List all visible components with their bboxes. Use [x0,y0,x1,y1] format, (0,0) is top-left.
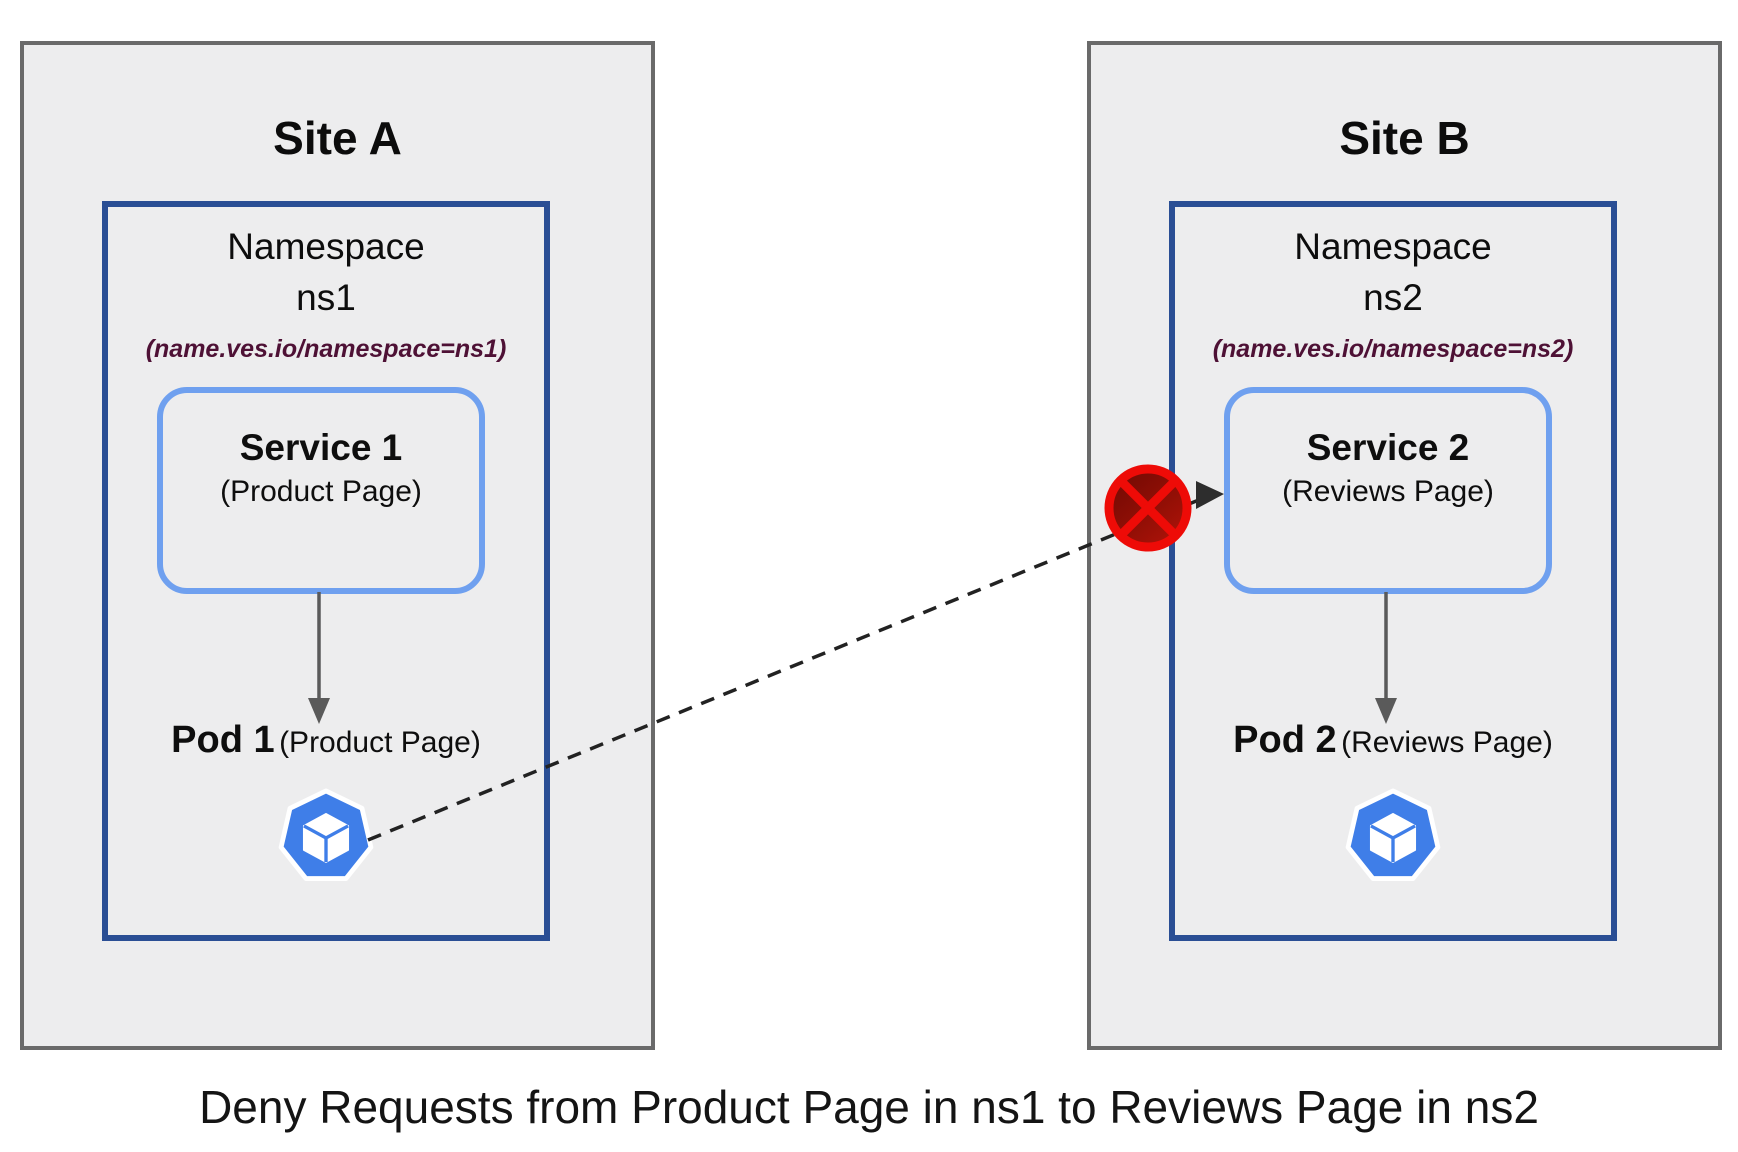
kubernetes-pod-icon [278,788,374,881]
namespace-ns1-box: Namespace ns1 (name.ves.io/namespace=ns1… [102,201,550,941]
namespace-id: ns2 [1363,277,1423,319]
service-1-box: Service 1 (Product Page) [157,387,485,594]
site-a-box: Site A Namespace ns1 (name.ves.io/namesp… [20,41,655,1050]
pod-2-subtitle: (Reviews Page) [1341,726,1553,759]
service-2-subtitle: (Reviews Page) [1282,475,1494,508]
namespace-id: ns1 [296,277,356,319]
kubernetes-pod-icon [1345,788,1441,881]
namespace-ns1-header: Namespace ns1 [108,221,544,323]
service-1-name: Service 1 [239,427,403,468]
diagram-caption: Deny Requests from Product Page in ns1 t… [199,1081,1539,1133]
pod-1-subtitle: (Product Page) [279,726,481,759]
pod-2-label: Pod 2 (Reviews Page) [1175,719,1611,762]
site-b-box: Site B Namespace ns2 (name.ves.io/namesp… [1087,41,1722,1050]
pod-1-label: Pod 1 (Product Page) [108,719,544,762]
service-1-subtitle: (Product Page) [220,475,422,508]
site-a-title: Site A [273,112,402,164]
namespace-ns2-header: Namespace ns2 [1175,221,1611,323]
pod-2-name: Pod 2 [1233,719,1337,761]
namespace-ns2-selector: (name.ves.io/namespace=ns2) [1212,335,1574,363]
service-2-box: Service 2 (Reviews Page) [1224,387,1552,594]
namespace-ns2-box: Namespace ns2 (name.ves.io/namespace=ns2… [1169,201,1617,941]
site-b-title: Site B [1339,112,1470,164]
service-2-name: Service 2 [1306,427,1470,468]
pod-1-name: Pod 1 [171,719,275,761]
namespace-ns1-selector: (name.ves.io/namespace=ns1) [145,335,507,363]
namespace-label: Namespace [1294,226,1492,267]
namespace-label: Namespace [227,226,425,267]
